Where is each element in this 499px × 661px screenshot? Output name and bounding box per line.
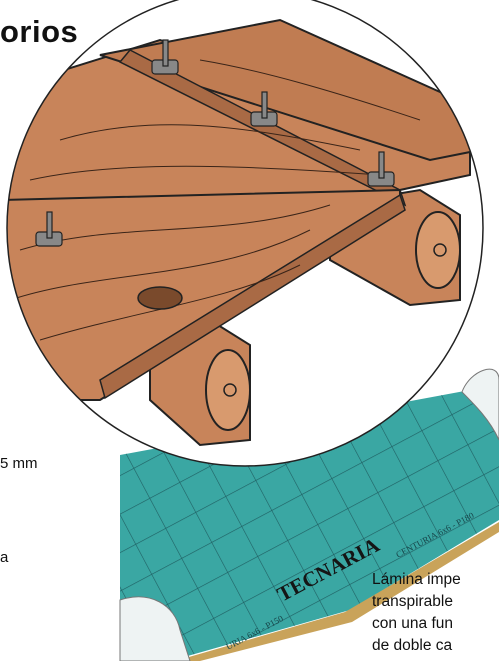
- side-text-fragment: a: [0, 549, 9, 566]
- magnifier-circle: [6, 0, 484, 467]
- section-heading: orios: [0, 14, 79, 49]
- membrane-caption: Lámina impe transpirable con una fun de …: [372, 569, 499, 657]
- caption-line: transpirable: [372, 593, 453, 610]
- caption-line: con una fun: [372, 615, 454, 632]
- caption-line: de doble ca: [372, 637, 453, 654]
- side-text-fragment: 5 mm: [0, 455, 38, 472]
- caption-line: Lámina impe: [372, 571, 461, 588]
